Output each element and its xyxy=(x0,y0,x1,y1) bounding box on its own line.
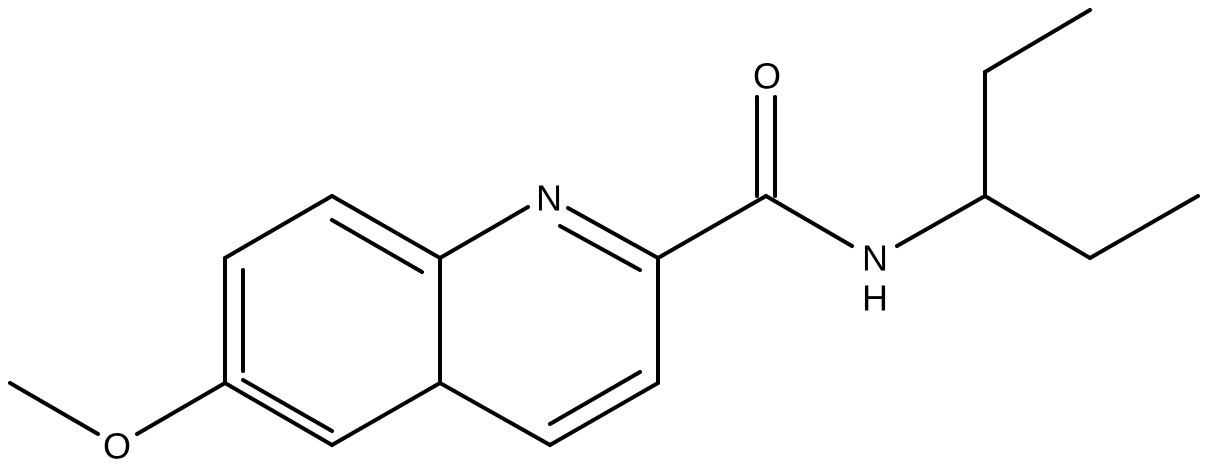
bond-c3-c4 xyxy=(548,381,660,447)
bond-c6-c5 xyxy=(223,381,334,447)
bond-o-ch3-methoxy xyxy=(8,381,100,436)
atom-label-o-carbonyl: O xyxy=(753,56,781,97)
bond-c8a-n1 xyxy=(438,205,530,260)
bond-n1-c2 xyxy=(566,206,660,260)
bond-n-ch xyxy=(895,194,987,248)
atom-label-o-methoxy: O xyxy=(103,426,131,467)
bond-n1-c2-inner xyxy=(558,224,642,272)
bond-ch2-ch3-top xyxy=(983,8,1092,74)
bond-ch-ch2-right xyxy=(983,194,1092,260)
bond-c8a-c8-inner xyxy=(330,218,424,274)
bond-c8a-c8 xyxy=(330,194,442,260)
bond-c3-c4-inner xyxy=(548,370,642,426)
atom-label-n1: N xyxy=(536,178,562,219)
atom-label-h-amide: H xyxy=(862,278,888,319)
bond-c5-c4a xyxy=(330,381,442,447)
bond-c6-o-methoxy xyxy=(135,381,227,436)
bond-ch2-ch3-right xyxy=(1088,194,1200,260)
bond-c8-c7 xyxy=(223,194,334,260)
atom-label-n-amide: N xyxy=(862,238,888,279)
bond-carbonyl-n xyxy=(764,194,854,248)
bond-c6-c5-inner xyxy=(241,378,334,433)
bond-c2-carbonyl xyxy=(656,194,768,260)
bond-c4-c4a xyxy=(438,381,552,447)
